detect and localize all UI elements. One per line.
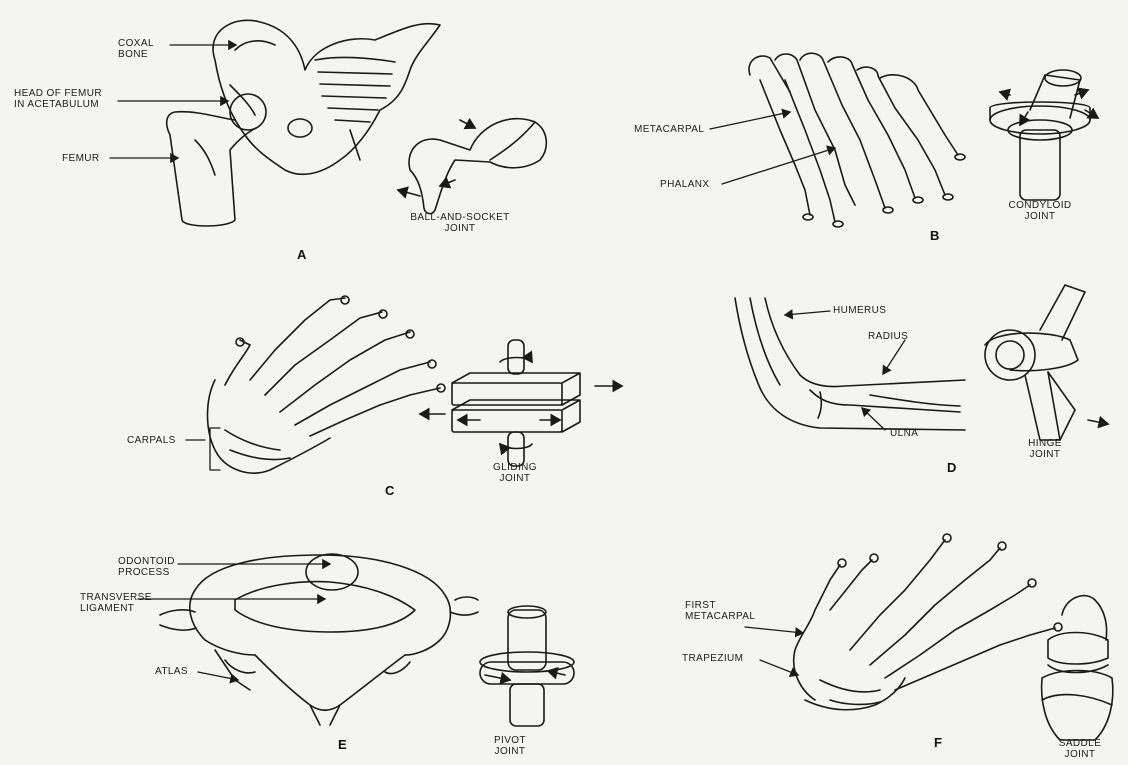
panel-letter-b: B [930, 228, 939, 243]
label-head-of-femur-line1: HEAD OF FEMUR [14, 88, 102, 99]
label-head-of-femur: HEAD OF FEMUR IN ACETABULUM [14, 88, 102, 110]
label-humerus: HUMERUS [833, 305, 886, 316]
label-metacarpal: METACARPAL [634, 124, 704, 135]
label-atlas: ATLAS [155, 666, 188, 677]
panel-d-elbow-illustration [735, 285, 1108, 440]
label-hinge-joint: HINGE JOINT [1000, 438, 1090, 460]
label-first-metacarpal-line2: METACARPAL [685, 611, 755, 622]
label-phalanx: PHALANX [660, 179, 710, 190]
label-coxal-bone-line1: COXAL [118, 38, 154, 49]
label-gliding-line2: JOINT [460, 473, 570, 484]
panel-letter-f: F [934, 735, 942, 750]
label-coxal-bone: COXAL BONE [118, 38, 154, 60]
label-pivot-joint: PIVOT JOINT [470, 735, 550, 757]
label-odontoid-process: ODONTOID PROCESS [118, 556, 175, 578]
label-hinge-line2: JOINT [1000, 449, 1090, 460]
label-condyloid-line2: JOINT [985, 211, 1095, 222]
label-ball-and-socket-line1: BALL-AND-SOCKET [385, 212, 535, 223]
label-radius: RADIUS [868, 331, 908, 342]
label-odontoid-line2: PROCESS [118, 567, 175, 578]
label-head-of-femur-line2: IN ACETABULUM [14, 99, 102, 110]
label-odontoid-line1: ODONTOID [118, 556, 175, 567]
label-saddle-joint: SADDLE JOINT [1040, 738, 1120, 760]
label-condyloid-line1: CONDYLOID [985, 200, 1095, 211]
label-trapezium: TRAPEZIUM [682, 653, 743, 664]
label-ulna: ULNA [890, 428, 918, 439]
label-condyloid-joint: CONDYLOID JOINT [985, 200, 1095, 222]
panel-letter-a: A [297, 247, 306, 262]
label-first-metacarpal: FIRST METACARPAL [685, 600, 755, 622]
panel-f-hand-illustration [794, 534, 1113, 740]
label-transverse-ligament: TRANSVERSE LIGAMENT [80, 592, 152, 614]
label-gliding-line1: GLIDING [460, 462, 570, 473]
panel-letter-d: D [947, 460, 956, 475]
panel-c-hand-illustration [208, 296, 623, 473]
label-first-metacarpal-line1: FIRST [685, 600, 755, 611]
panel-e-atlas-illustration [160, 554, 574, 726]
label-femur: FEMUR [62, 153, 100, 164]
label-transverse-line1: TRANSVERSE [80, 592, 152, 603]
panel-letter-c: C [385, 483, 394, 498]
label-saddle-line2: JOINT [1040, 749, 1120, 760]
label-transverse-line2: LIGAMENT [80, 603, 152, 614]
label-ball-and-socket-joint: BALL-AND-SOCKET JOINT [385, 212, 535, 234]
label-hinge-line1: HINGE [1000, 438, 1090, 449]
panel-letter-e: E [338, 737, 347, 752]
label-pivot-line2: JOINT [470, 746, 550, 757]
panel-a-hip-illustration [167, 20, 547, 226]
label-coxal-bone-line2: BONE [118, 49, 154, 60]
label-pivot-line1: PIVOT [470, 735, 550, 746]
label-gliding-joint: GLIDING JOINT [460, 462, 570, 484]
label-saddle-line1: SADDLE [1040, 738, 1120, 749]
label-ball-and-socket-line2: JOINT [385, 223, 535, 234]
label-carpals: CARPALS [127, 435, 176, 446]
